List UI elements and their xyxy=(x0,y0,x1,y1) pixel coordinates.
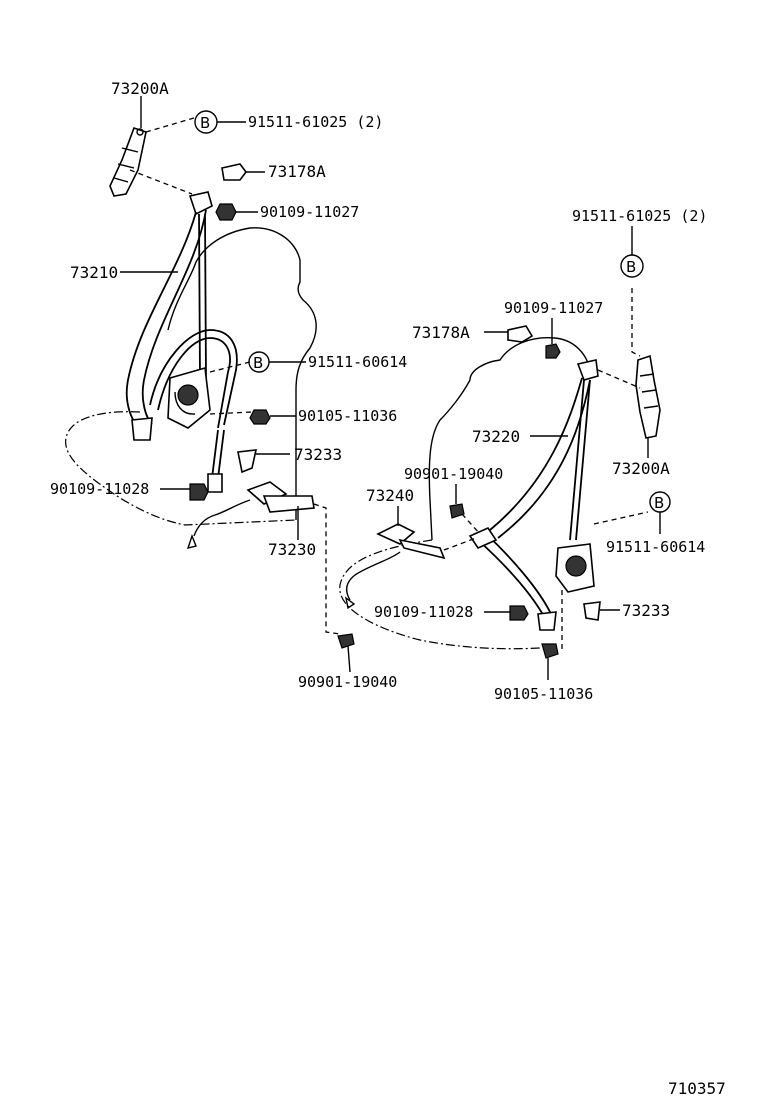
label-90901-19040-bottom: 90901-19040 xyxy=(298,673,397,691)
label-73200A-left: 73200A xyxy=(111,79,169,98)
label-90109-11028-right: 90109-11028 xyxy=(374,603,473,621)
right-cover-73178A xyxy=(484,325,534,343)
left-dashed-leaders xyxy=(129,117,341,635)
right-bolt-90109-11028 xyxy=(484,605,529,621)
label-90109-11027-right: 90109-11027 xyxy=(504,299,603,317)
right-buckle-73240 xyxy=(344,506,446,610)
left-callout-b-mid: B xyxy=(248,351,306,373)
right-bolt-90105-11036 xyxy=(541,643,559,680)
left-bolt-90109-11028 xyxy=(160,483,209,501)
right-bolt-90901-19040 xyxy=(449,484,465,519)
left-upper-anchor-73200A xyxy=(109,96,147,197)
label-73240: 73240 xyxy=(366,486,414,505)
label-90109-11028-left: 90109-11028 xyxy=(50,480,149,498)
right-callout-b-top: B xyxy=(620,226,644,278)
svg-text:B: B xyxy=(253,354,263,372)
left-seat-belt-73210 xyxy=(125,191,238,493)
label-91511-60614-left: 91511-60614 xyxy=(308,353,407,371)
label-73210: 73210 xyxy=(70,263,118,282)
label-90901-19040-mid: 90901-19040 xyxy=(404,465,503,483)
label-73233-right: 73233 xyxy=(622,601,670,620)
left-bolt-90901-19040 xyxy=(337,633,355,673)
right-seat-belt-73220 xyxy=(468,359,599,631)
left-cover-73233 xyxy=(237,449,290,474)
label-73178A-right: 73178A xyxy=(412,323,470,342)
label-90105-11036-left: 90105-11036 xyxy=(298,407,397,425)
svg-text:B: B xyxy=(654,494,664,512)
right-cover-73233 xyxy=(583,601,620,621)
right-callout-b-mid: B xyxy=(649,491,671,534)
label-91511-61025-right: 91511-61025 (2) xyxy=(572,207,707,225)
svg-text:B: B xyxy=(200,114,210,132)
label-73178A-left: 73178A xyxy=(268,162,326,181)
label-73230: 73230 xyxy=(268,540,316,559)
label-90109-11027-left: 90109-11027 xyxy=(260,203,359,221)
right-dashed-leaders xyxy=(443,288,649,650)
label-73200A-right: 73200A xyxy=(612,459,670,478)
left-bolt-90105-11036 xyxy=(249,409,296,425)
label-91511-61025-left: 91511-61025 (2) xyxy=(248,113,383,131)
right-upper-anchor-73200A xyxy=(635,354,661,458)
label-73220: 73220 xyxy=(472,427,520,446)
left-callout-b-top: B xyxy=(194,110,246,134)
svg-text:B: B xyxy=(626,258,636,276)
left-buckle-73230 xyxy=(186,481,315,549)
left-seat-outline xyxy=(65,227,317,526)
label-90105-11036-right: 90105-11036 xyxy=(494,685,593,703)
label-73233-left: 73233 xyxy=(294,445,342,464)
left-bolt-90109-11027 xyxy=(215,203,258,221)
left-cover-73178A xyxy=(221,163,265,181)
right-bolt-90109-11027 xyxy=(545,318,561,359)
label-91511-60614-right: 91511-60614 xyxy=(606,538,705,556)
diagram-id: 710357 xyxy=(668,1079,726,1098)
